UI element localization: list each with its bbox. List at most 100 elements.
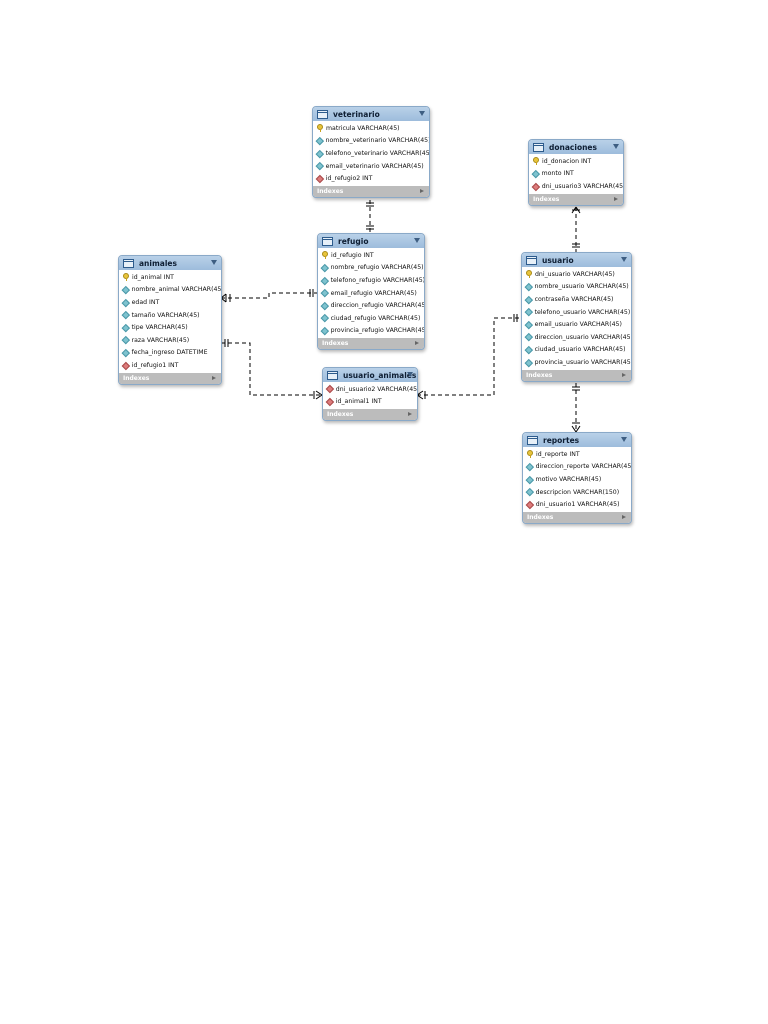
column-row[interactable]: id_refugio INT [318, 249, 424, 262]
indexes-label: Indexes [327, 411, 354, 419]
column-row[interactable]: tipe VARCHAR(45) [119, 321, 221, 334]
column-row[interactable]: nombre_veterinario VARCHAR(45) [313, 135, 429, 148]
column-label: nombre_animal VARCHAR(45) [131, 286, 222, 294]
column-row[interactable]: id_donacion INT [529, 155, 623, 168]
column-row[interactable]: nombre_usuario VARCHAR(45) [522, 281, 631, 294]
column-row[interactable]: provincia_usuario VARCHAR(45) [522, 356, 631, 369]
column-row[interactable]: provincia_refugio VARCHAR(45) [318, 325, 424, 338]
table-usuario-animales[interactable]: usuario_animales dni_usuario2 VARCHAR(45… [322, 367, 418, 422]
relationship-animales-refugio[interactable] [221, 292, 317, 299]
column-row[interactable]: ciudad_refugio VARCHAR(45) [318, 312, 424, 325]
column-label: id_animal1 INT [335, 398, 382, 406]
column-row[interactable]: fecha_ingreso DATETIME [119, 347, 221, 360]
column-row[interactable]: monto INT [529, 168, 623, 181]
table-donaciones[interactable]: donaciones id_donacion INT monto INT dni_u… [528, 139, 624, 206]
column-row[interactable]: tamaño VARCHAR(45) [119, 309, 221, 322]
column-icon [525, 488, 534, 497]
table-header[interactable]: usuario_animales [323, 368, 417, 382]
column-row[interactable]: telefono_usuario VARCHAR(45) [522, 306, 631, 319]
column-row[interactable]: telefono_refugio VARCHAR(45) [318, 274, 424, 287]
column-row[interactable]: edad INT [119, 296, 221, 309]
collapse-arrow-icon[interactable] [211, 260, 217, 265]
table-header[interactable]: donaciones [529, 140, 623, 154]
collapse-arrow-icon[interactable] [414, 238, 420, 243]
column-row[interactable]: direccion_usuario VARCHAR(45) [522, 331, 631, 344]
column-row[interactable]: ciudad_usuario VARCHAR(45) [522, 344, 631, 357]
table-veterinario[interactable]: veterinario matricula VARCHAR(45)nombre_… [312, 106, 430, 198]
column-row[interactable]: contraseña VARCHAR(45) [522, 293, 631, 306]
column-label: provincia_refugio VARCHAR(45) [330, 327, 425, 335]
primary-key-icon [322, 251, 328, 260]
column-row[interactable]: id_reporte INT [523, 448, 631, 461]
table-usuario[interactable]: usuario dni_usuario VARCHAR(45)nombre_us… [521, 252, 632, 382]
column-icon [121, 298, 130, 307]
column-label: id_refugio2 INT [325, 175, 373, 183]
column-row[interactable]: dni_usuario3 VARCHAR(45) [529, 180, 623, 193]
column-label: monto INT [541, 170, 574, 178]
table-title: donaciones [549, 142, 597, 152]
column-row[interactable]: email_refugio VARCHAR(45) [318, 287, 424, 300]
column-icon [121, 285, 130, 294]
expand-arrow-icon[interactable] [408, 412, 412, 417]
column-row[interactable]: id_refugio1 INT [119, 359, 221, 372]
collapse-arrow-icon[interactable] [419, 111, 425, 116]
expand-arrow-icon[interactable] [622, 514, 626, 519]
indexes-section[interactable]: Indexes [318, 338, 424, 350]
column-row[interactable]: id_refugio2 INT [313, 172, 429, 185]
indexes-section[interactable]: Indexes [313, 185, 429, 197]
column-row[interactable]: email_veterinario VARCHAR(45) [313, 160, 429, 173]
column-icon [524, 295, 533, 304]
indexes-section[interactable]: Indexes [522, 369, 631, 381]
column-row[interactable]: dni_usuario2 VARCHAR(45) [323, 383, 417, 396]
column-row[interactable]: motivo VARCHAR(45) [523, 473, 631, 486]
expand-arrow-icon[interactable] [420, 188, 424, 193]
foreign-key-icon [325, 397, 334, 406]
column-row[interactable]: descripcion VARCHAR(150) [523, 486, 631, 499]
indexes-section[interactable]: Indexes [323, 409, 417, 421]
column-row[interactable]: telefono_veterinario VARCHAR(45) [313, 147, 429, 160]
collapse-arrow-icon[interactable] [613, 144, 619, 149]
collapse-arrow-icon[interactable] [407, 372, 413, 377]
relationship-usuario-animales-usuario[interactable] [417, 317, 522, 396]
indexes-section[interactable]: Indexes [119, 372, 221, 384]
column-row[interactable]: direccion_refugio VARCHAR(45) [318, 299, 424, 312]
column-icon [320, 289, 329, 298]
indexes-section[interactable]: Indexes [529, 193, 623, 205]
expand-arrow-icon[interactable] [614, 196, 618, 201]
table-animales[interactable]: animales id_animal INT nombre_animal VARC… [118, 255, 222, 385]
column-row[interactable]: raza VARCHAR(45) [119, 334, 221, 347]
column-row[interactable]: nombre_refugio VARCHAR(45) [318, 262, 424, 275]
column-row[interactable]: dni_usuario1 VARCHAR(45) [523, 498, 631, 511]
column-row[interactable]: matricula VARCHAR(45) [313, 122, 429, 135]
column-label: provincia_usuario VARCHAR(45) [534, 358, 632, 366]
expand-arrow-icon[interactable] [415, 341, 419, 346]
table-header[interactable]: veterinario [313, 107, 429, 121]
table-header[interactable]: reportes [523, 433, 631, 447]
column-row[interactable]: id_animal INT [119, 271, 221, 284]
column-row[interactable]: id_animal1 INT [323, 396, 417, 409]
collapse-arrow-icon[interactable] [621, 257, 627, 262]
indexes-label: Indexes [322, 340, 349, 348]
column-row[interactable]: nombre_animal VARCHAR(45) [119, 284, 221, 297]
column-icon [121, 323, 130, 332]
column-icon [121, 311, 130, 320]
column-row[interactable]: dni_usuario VARCHAR(45) [522, 268, 631, 281]
primary-key-icon [527, 450, 533, 459]
expand-arrow-icon[interactable] [622, 372, 626, 377]
table-header[interactable]: animales [119, 256, 221, 270]
foreign-key-icon [325, 385, 334, 394]
table-header[interactable]: usuario [522, 253, 631, 267]
column-row[interactable]: direccion_reporte VARCHAR(45) [523, 461, 631, 474]
indexes-section[interactable]: Indexes [523, 511, 631, 523]
column-row[interactable]: email_usuario VARCHAR(45) [522, 318, 631, 331]
table-icon [123, 258, 134, 268]
column-icon [315, 149, 324, 158]
table-icon [327, 370, 338, 380]
table-header[interactable]: refugio [318, 234, 424, 248]
expand-arrow-icon[interactable] [212, 375, 216, 380]
relationship-animales-usuario-animales[interactable] [221, 342, 322, 396]
collapse-arrow-icon[interactable] [621, 437, 627, 442]
